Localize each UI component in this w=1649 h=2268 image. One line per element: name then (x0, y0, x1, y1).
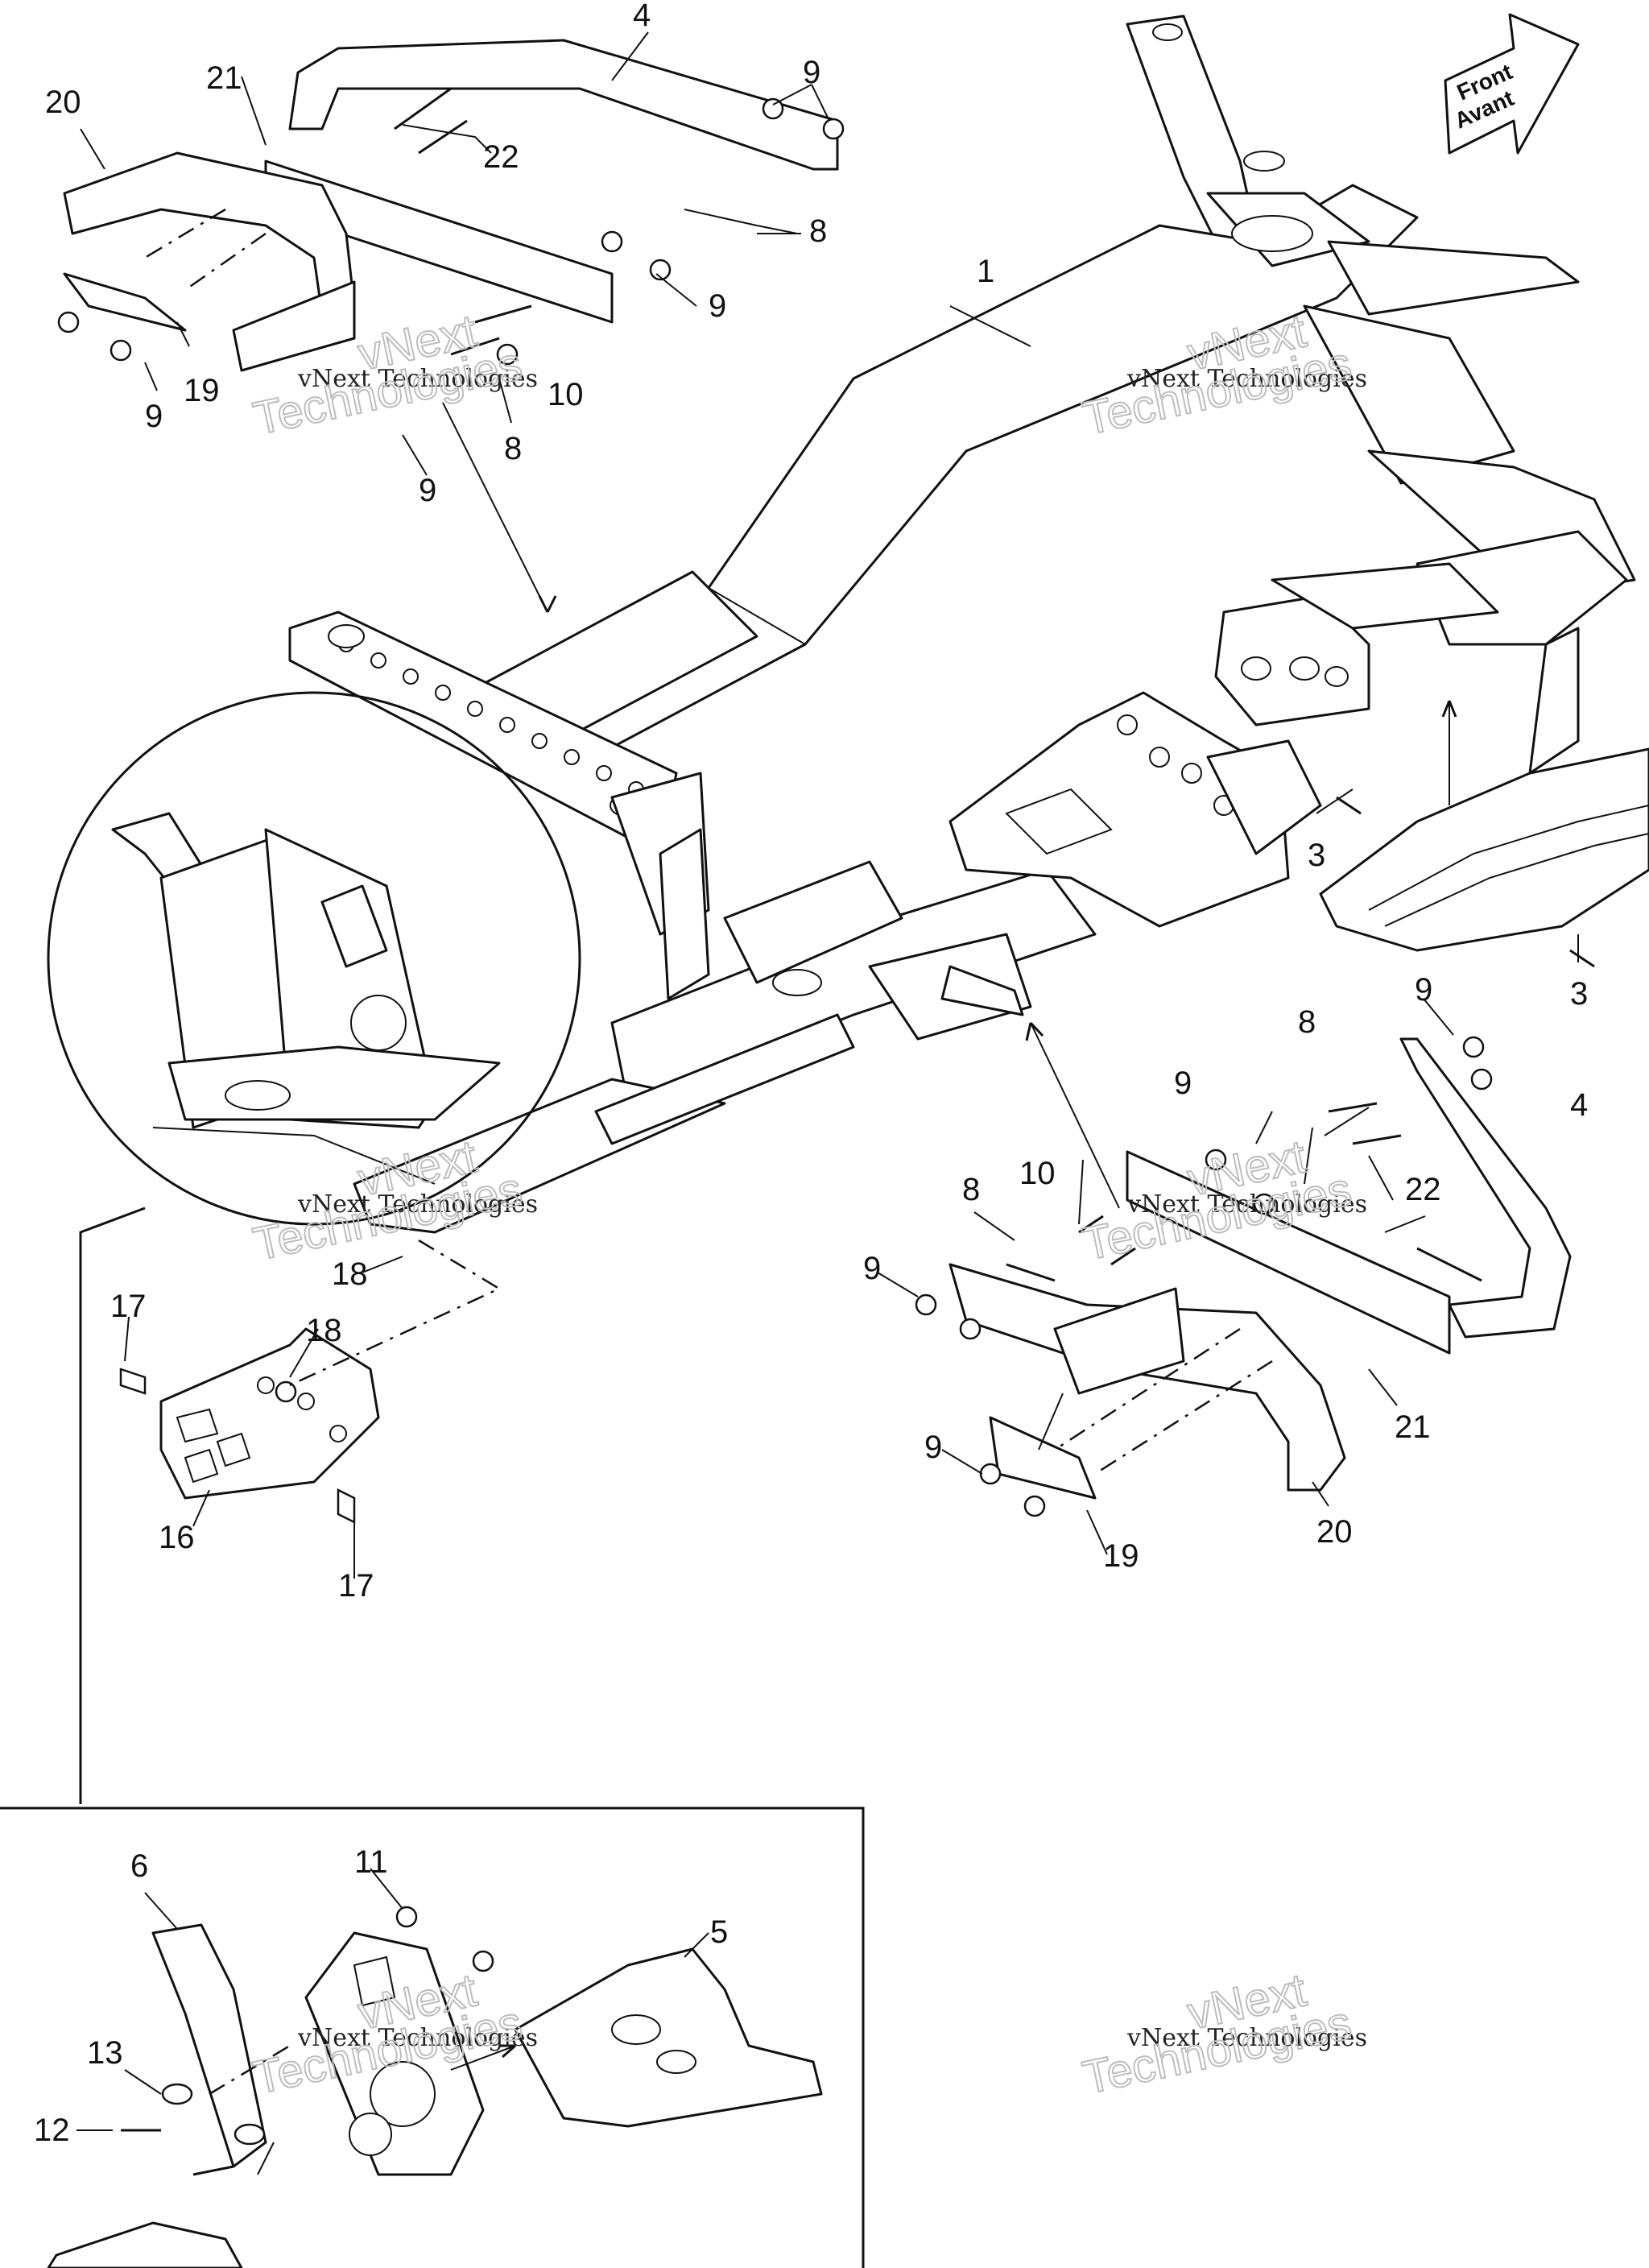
callout-8-right: 8 (1298, 1004, 1316, 1040)
inset-detail-box (0, 1807, 865, 2268)
callout-4-right: 4 (1570, 1087, 1588, 1123)
callout-22-top: 22 (483, 139, 519, 175)
callout-5: 5 (710, 1914, 728, 1950)
watermark-text: vNext Technologies (1126, 2024, 1367, 2052)
callout-22-right: 22 (1405, 1172, 1441, 1207)
callout-21-top: 21 (206, 60, 242, 96)
callout-11: 11 (354, 1844, 388, 1880)
callout-9-top-left: 9 (145, 399, 163, 434)
callout-20-right: 20 (1316, 1514, 1353, 1550)
callout-17-upper: 17 (110, 1289, 147, 1324)
callout-9-right-lower: 9 (863, 1251, 881, 1286)
watermark-text: vNext Technologies (297, 1190, 538, 1219)
callout-18-lower: 18 (306, 1313, 342, 1348)
watermark-text: vNext Technologies (1126, 1190, 1367, 1219)
callout-8-right-lower: 8 (962, 1172, 980, 1207)
callout-16: 16 (159, 1520, 195, 1555)
rear-skid-plate (1319, 627, 1649, 952)
callout-20-top: 20 (45, 85, 81, 120)
watermark-text: vNext Technologies (297, 2024, 538, 2052)
callout-18-upper: 18 (332, 1256, 368, 1292)
callout-9-top-lower: 9 (419, 473, 436, 508)
watermark-text: vNext Technologies (297, 365, 538, 393)
callout-21-right: 21 (1395, 1409, 1431, 1445)
callout-labels: 4 21 20 9 22 8 9 1 19 9 10 8 9 3 3 9 8 4… (34, 0, 1588, 2148)
callout-10-top: 10 (548, 377, 584, 412)
callout-10-right: 10 (1019, 1156, 1056, 1191)
callout-13: 13 (87, 2035, 123, 2071)
callout-12: 12 (34, 2113, 70, 2148)
main-frame (288, 14, 1636, 1234)
callout-19-right: 19 (1103, 1538, 1139, 1574)
callout-8-top: 8 (809, 213, 827, 249)
lower-bumper-assembly (915, 700, 1595, 1517)
callout-3-upper: 3 (1308, 838, 1325, 873)
callout-19-top: 19 (184, 373, 220, 408)
corner-bracket-16 (119, 1239, 502, 1525)
front-direction-badge: Front Avant (1444, 13, 1580, 155)
callout-3-lower: 3 (1570, 976, 1588, 1012)
callout-8-top-lower: 8 (504, 431, 522, 466)
callout-1-main-frame: 1 (977, 254, 994, 289)
callout-17-lower: 17 (338, 1568, 374, 1604)
callout-9-right: 9 (1415, 972, 1432, 1008)
leader-lines (76, 31, 1579, 2131)
callout-9-right-bottom: 9 (924, 1430, 942, 1465)
watermark-text: vNext Technologies (1126, 365, 1367, 393)
callout-6: 6 (130, 1848, 148, 1884)
upper-bumper-assembly (57, 39, 845, 613)
callout-9-right-mid: 9 (1174, 1066, 1192, 1101)
callout-4-top: 4 (633, 0, 651, 33)
callout-9-upper-right: 9 (709, 288, 726, 324)
front-detail-circle (47, 691, 581, 1804)
callout-9-top: 9 (803, 55, 820, 90)
